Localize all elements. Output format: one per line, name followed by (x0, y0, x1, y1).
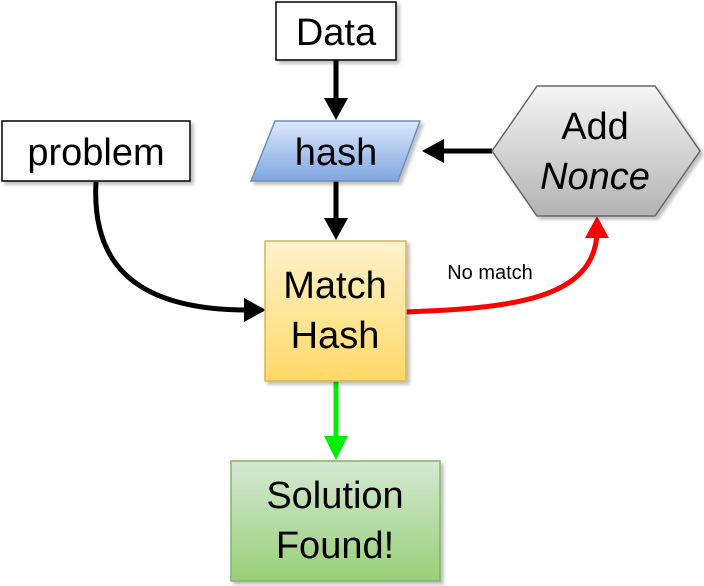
arrowhead-match-to-nonce (585, 216, 609, 238)
node-hash: hash (249, 120, 422, 182)
arrowhead-problem-to-match (244, 298, 266, 322)
node-add-nonce-line2: Nonce (540, 156, 650, 198)
node-data-label: Data (296, 12, 377, 54)
node-problem: problem (1, 120, 191, 182)
arrowhead-nonce-to-hash (422, 139, 444, 163)
node-solution-found: Solution Found! (230, 460, 441, 582)
node-match-hash-line2: Hash (291, 315, 380, 357)
node-hash-label: hash (295, 132, 377, 174)
node-solution-line2: Found! (276, 525, 394, 567)
edge-match-to-nonce (405, 231, 600, 315)
arrowhead-match-to-solution (324, 436, 348, 460)
node-data: Data (275, 1, 397, 61)
node-match-hash-line1: Match (283, 265, 386, 307)
node-match-hash: Match Hash (264, 240, 407, 382)
arrowhead-data-to-hash (324, 98, 348, 120)
node-add-nonce-line1: Add (561, 106, 629, 148)
arrowhead-hash-to-match (324, 218, 348, 240)
edge-problem-to-match (93, 181, 249, 313)
node-solution-line1: Solution (266, 475, 403, 517)
edge-label-no-match: No match (447, 262, 533, 284)
node-problem-label: problem (27, 132, 164, 174)
edges (93, 60, 609, 460)
node-add-nonce: Add Nonce (491, 85, 701, 217)
